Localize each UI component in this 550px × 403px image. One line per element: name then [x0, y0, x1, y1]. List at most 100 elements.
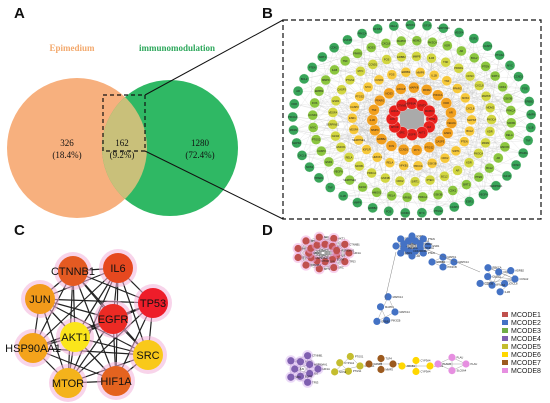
ppi-edge — [432, 42, 447, 104]
ppi-node-label: MMP9 — [527, 112, 535, 116]
legend-swatch-mcode7 — [502, 360, 508, 365]
module-node-label: ABCB1 — [407, 364, 416, 368]
module-node — [287, 373, 295, 381]
legend-swatch-mcode2 — [502, 320, 508, 325]
ppi-node — [383, 206, 394, 217]
hub-node-label: IL6 — [110, 263, 125, 275]
module-node — [476, 279, 484, 288]
ppi-node — [338, 190, 349, 201]
ppi-edge — [348, 126, 395, 158]
ppi-node-label: MAPK8 — [467, 118, 476, 122]
ppi-node — [292, 85, 304, 97]
module-node — [306, 360, 314, 369]
module-node-label: PTGS2 — [497, 283, 506, 287]
module-node — [294, 253, 302, 262]
ppi-node-label: AR — [456, 168, 460, 172]
ppi-node — [368, 104, 380, 116]
ppi-node-label: ESR1 — [333, 99, 340, 103]
module-node — [341, 258, 349, 266]
ppi-node-label: STAT3 — [418, 103, 426, 107]
ppi-edge — [416, 32, 460, 57]
module-node — [373, 317, 381, 326]
ppi-node-label: ERBB2 — [402, 70, 411, 74]
ppi-edge — [353, 129, 439, 195]
ppi-edge — [431, 58, 439, 211]
ppi-node — [333, 166, 344, 177]
ppi-node-label: ERBB2 — [377, 137, 386, 141]
ppi-node — [482, 40, 493, 52]
ppi-edge — [328, 161, 455, 208]
ppi-node — [354, 160, 365, 172]
ppi-node-label: MYC — [365, 85, 371, 89]
module-node-label: CXCL8 — [509, 282, 518, 286]
ppi-node-label: MYC — [310, 125, 316, 129]
ppi-node-label: HMOX1 — [406, 23, 416, 27]
ppi-node-label: MYC — [419, 211, 425, 215]
ppi-edge — [426, 25, 519, 77]
ppi-edge — [438, 134, 510, 211]
ppi-node-label: MAPK3 — [425, 109, 434, 113]
ppi-edge — [411, 134, 470, 163]
venn-overlap-count: 162 — [115, 138, 129, 148]
ppi-node — [441, 75, 452, 86]
ppi-node-label: MMP9 — [371, 128, 379, 132]
module-node-label: CYP3A4 — [421, 370, 432, 374]
legend-swatch-mcode3 — [502, 328, 508, 333]
ppi-node-label: TNF — [343, 59, 348, 63]
legend-swatch-mcode6 — [502, 352, 508, 357]
ppi-node-label: PPARG — [375, 99, 384, 103]
module-node — [377, 354, 385, 363]
ppi-node — [396, 51, 407, 62]
module-node-label: CCNA2 — [520, 277, 529, 281]
ppi-node-label: MMP9 — [417, 70, 425, 74]
module-node-label: TLR4 — [386, 357, 393, 361]
ppi-edge — [393, 25, 446, 159]
ppi-node — [453, 27, 465, 38]
module-node-label: CTNNB1 — [349, 242, 360, 246]
ppi-node-label: NOS3 — [306, 165, 314, 169]
ppi-node-label: VEGFA — [350, 127, 359, 131]
module-node-label: SLC6A4 — [457, 369, 467, 373]
module-node — [344, 367, 352, 375]
module-node — [412, 356, 420, 365]
zoom-connector-top — [144, 19, 284, 96]
ppi-node-label: SIRT1 — [411, 180, 419, 184]
ppi-node-label: CDK2 — [442, 156, 449, 160]
ppi-node-label: NFKB1 — [403, 195, 412, 199]
ppi-node-label: KDR — [444, 101, 450, 105]
module-node-label: CDK1 — [503, 270, 510, 274]
ppi-node-label: TNF — [526, 139, 531, 143]
module-node-label: HIF1A — [323, 367, 331, 371]
ppi-node-label: GSK3B — [343, 38, 352, 42]
ppi-node — [440, 97, 452, 109]
ppi-node-label: CDK2 — [331, 46, 338, 50]
ppi-node-label: PIK3CA — [474, 151, 483, 155]
ppi-node-label: CASP3 — [350, 105, 359, 109]
module-node — [314, 365, 322, 373]
module-node-label: MAPK1 — [385, 305, 394, 309]
ppi-edge — [296, 142, 507, 177]
module-node — [484, 264, 492, 272]
module-bridge — [427, 249, 481, 273]
hub-node-il6 — [103, 253, 133, 283]
ppi-node-label: NOS3 — [368, 45, 376, 49]
ppi-node-label: SRC — [399, 131, 405, 135]
module-node-label: ADRB2 — [515, 269, 524, 273]
ppi-node — [412, 160, 424, 171]
module-node-label: PTEN — [428, 237, 435, 241]
hub-node-ctnnb1 — [58, 256, 88, 286]
ppi-node-label: GSK3B — [428, 161, 437, 165]
ppi-node-label: RELA — [390, 24, 397, 28]
module-node-label: GSK3B — [485, 281, 494, 285]
ppi-node — [439, 171, 450, 182]
module-node — [377, 365, 385, 374]
ppi-node — [441, 127, 454, 139]
ppi-node — [372, 23, 383, 35]
ppi-node — [493, 152, 504, 164]
hub-node-label: AKT1 — [61, 332, 89, 344]
module-node — [428, 258, 436, 266]
hub-node-tp53 — [138, 288, 168, 318]
ppi-node-label: IL1B — [332, 68, 338, 72]
module-node-label: PLAU — [471, 362, 478, 366]
ppi-node-label: HMOX1 — [336, 145, 346, 149]
